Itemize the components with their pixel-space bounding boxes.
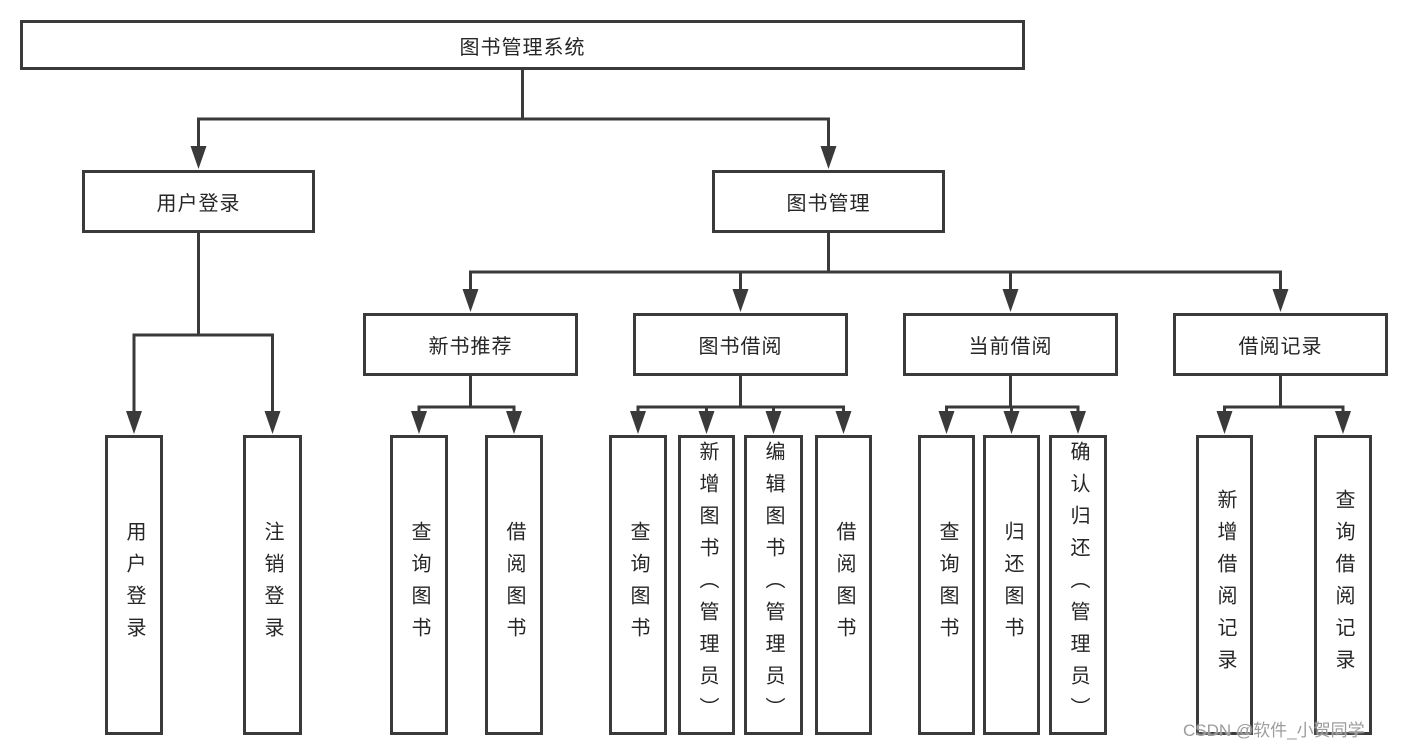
node-add-borrow-record: 新增借阅记录 — [1196, 435, 1253, 735]
node-query-books-recommend: 查询图书 — [390, 435, 448, 735]
node-edit-book-admin: 编辑图书（管理员） — [744, 435, 803, 735]
node-book-management: 图书管理 — [712, 170, 945, 233]
watermark-text: CSDN @软件_小贺同学 — [1183, 721, 1365, 740]
node-library-management-system: 图书管理系统 — [20, 20, 1025, 70]
node-confirm-return-admin: 确认归还（管理员） — [1049, 435, 1107, 735]
node-borrowing-records: 借阅记录 — [1173, 313, 1388, 376]
node-new-book-recommendation: 新书推荐 — [363, 313, 578, 376]
node-user-login: 用户登录 — [82, 170, 315, 233]
node-query-books-current: 查询图书 — [918, 435, 975, 735]
node-logout-action: 注销登录 — [243, 435, 302, 735]
node-borrow-books-recommend: 借阅图书 — [485, 435, 543, 735]
node-query-borrow-record: 查询借阅记录 — [1314, 435, 1372, 735]
node-add-book-admin: 新增图书（管理员） — [678, 435, 735, 735]
node-return-books: 归还图书 — [983, 435, 1040, 735]
node-current-borrowing: 当前借阅 — [903, 313, 1118, 376]
node-book-borrowing: 图书借阅 — [633, 313, 848, 376]
node-user-login-action: 用户登录 — [105, 435, 163, 735]
node-query-books-borrowing: 查询图书 — [609, 435, 667, 735]
node-borrow-books-borrowing: 借阅图书 — [815, 435, 872, 735]
